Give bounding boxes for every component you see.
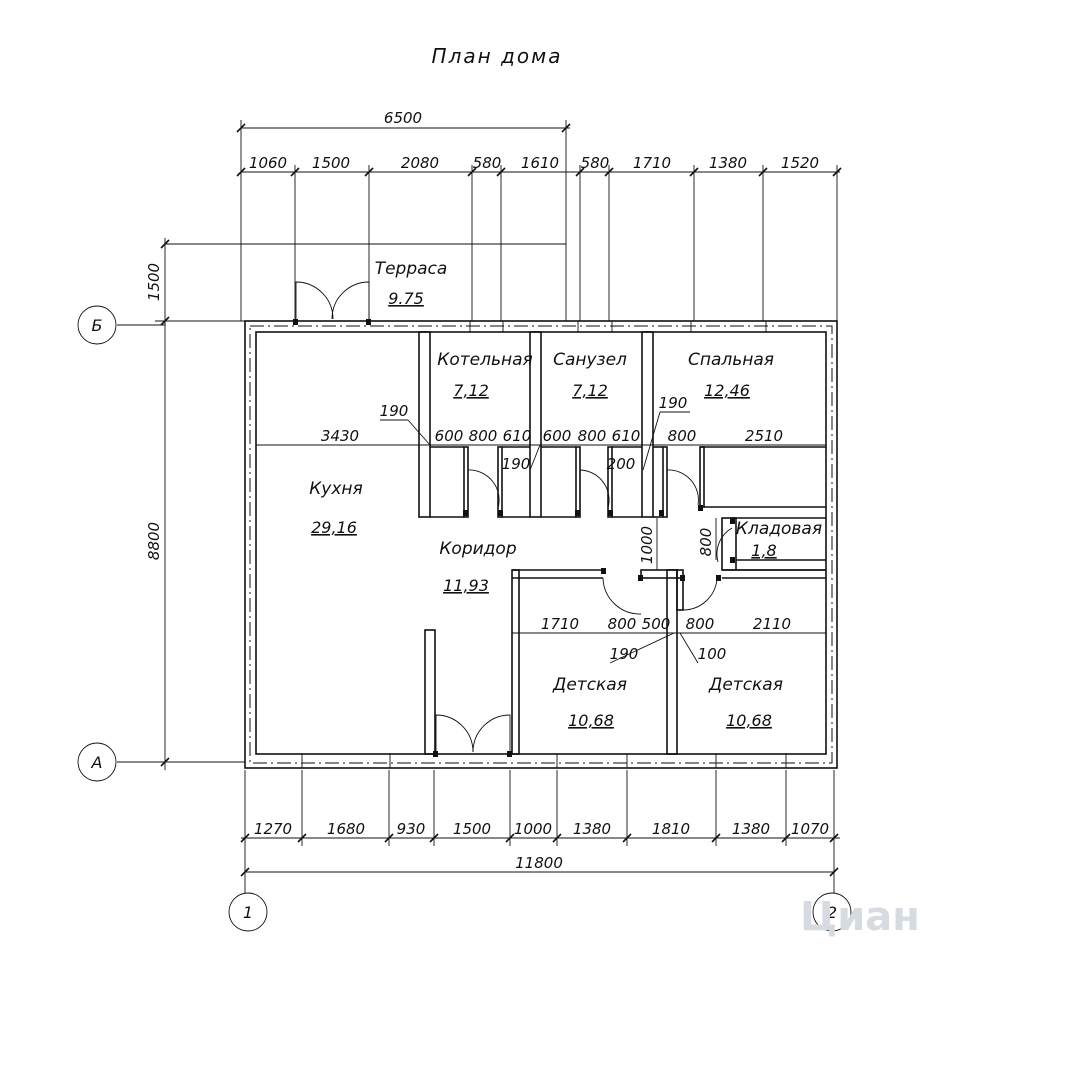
dimension-ticks (160, 123, 842, 877)
room-labels: Терраса 9.75 Котельная 7,12 Санузел 7,12… (309, 259, 822, 730)
room-name-terrasa: Терраса (375, 259, 448, 279)
dimension-lines (155, 120, 840, 893)
dim-190-d: 190 (610, 645, 639, 663)
dim-500: 500 (642, 615, 671, 633)
interior-walls (418, 331, 826, 755)
dim-190-a: 190 (380, 402, 409, 420)
dim-200: 200 (607, 455, 636, 473)
room-name-koridor: Коридор (439, 539, 516, 559)
room-area-sanuzel: 7,12 (572, 381, 608, 400)
room-name-detskaya-1: Детская (552, 675, 627, 695)
dim-800-c: 800 (668, 427, 697, 445)
dim-top-4: 580 (473, 154, 502, 172)
dim-610-a: 610 (503, 427, 532, 445)
dim-2510: 2510 (745, 427, 783, 445)
dim-bottom-7: 1810 (652, 820, 690, 838)
dimension-labels: 6500 1060 1500 2080 580 1610 580 1710 13… (145, 109, 829, 872)
room-area-terrasa: 9.75 (388, 289, 424, 308)
dim-top-1: 1060 (249, 154, 287, 172)
dim-bottom-1: 1270 (254, 820, 292, 838)
dim-bottom-4: 1500 (453, 820, 491, 838)
room-name-kotelnaya: Котельная (437, 350, 532, 370)
dim-top-total: 6500 (384, 109, 422, 127)
room-area-spalnaya: 12,46 (704, 381, 750, 400)
room-area-kukhnya: 29,16 (311, 518, 357, 537)
axis-label-1: 1 (243, 903, 253, 922)
dim-100: 100 (698, 645, 727, 663)
room-area-detskaya-1: 10,68 (568, 711, 614, 730)
dim-top-3: 2080 (401, 154, 439, 172)
room-area-detskaya-2: 10,68 (726, 711, 772, 730)
dim-800-d: 800 (697, 528, 715, 557)
dim-3430: 3430 (321, 427, 359, 445)
dim-610-b: 610 (612, 427, 641, 445)
dim-190-b: 190 (502, 455, 531, 473)
dim-800-a: 800 (469, 427, 498, 445)
doors (295, 281, 733, 754)
dim-1000: 1000 (638, 526, 656, 564)
dim-left-terrace: 1500 (145, 263, 163, 301)
dim-bottom-6: 1380 (573, 820, 611, 838)
dim-800-b: 800 (578, 427, 607, 445)
room-name-kladovaya: Кладовая (736, 519, 822, 539)
dim-800-e: 800 (608, 615, 637, 633)
terrace-outline (165, 243, 567, 321)
dim-bottom-3: 930 (397, 820, 426, 838)
dim-bottom-total: 11800 (515, 854, 563, 872)
room-name-sanuzel: Санузел (553, 350, 627, 370)
dim-bottom-9: 1070 (791, 820, 829, 838)
dim-600-b: 600 (543, 427, 572, 445)
dim-top-9: 1520 (781, 154, 819, 172)
axis-label-b: Б (92, 316, 103, 335)
room-name-spalnaya: Спальная (688, 350, 774, 370)
room-name-kukhnya: Кухня (309, 479, 363, 499)
watermark: Циан (800, 894, 920, 940)
axis-label-a: А (91, 753, 103, 772)
room-area-kladovaya: 1,8 (751, 541, 776, 560)
plan-title: План дома (432, 44, 563, 68)
dim-800-f: 800 (686, 615, 715, 633)
dim-bottom-8: 1380 (732, 820, 770, 838)
dim-1710: 1710 (541, 615, 579, 633)
dim-top-2: 1500 (312, 154, 350, 172)
dim-bottom-5: 1000 (514, 820, 552, 838)
dim-left-height: 8800 (145, 522, 163, 560)
dim-top-5: 1610 (521, 154, 559, 172)
room-name-detskaya-2: Детская (708, 675, 783, 695)
wall-posts (293, 319, 735, 757)
room-area-koridor: 11,93 (443, 576, 489, 595)
dim-top-7: 1710 (633, 154, 671, 172)
room-area-kotelnaya: 7,12 (453, 381, 489, 400)
dim-190-c: 190 (659, 394, 688, 412)
dim-top-6: 580 (581, 154, 610, 172)
dim-bottom-2: 1680 (327, 820, 365, 838)
axis-markers: Б А 1 2 (77, 305, 852, 932)
dim-600-a: 600 (435, 427, 464, 445)
axis-label-2: 2 (827, 903, 837, 922)
dim-2110: 2110 (753, 615, 791, 633)
dim-top-8: 1380 (709, 154, 747, 172)
windows (301, 320, 787, 769)
